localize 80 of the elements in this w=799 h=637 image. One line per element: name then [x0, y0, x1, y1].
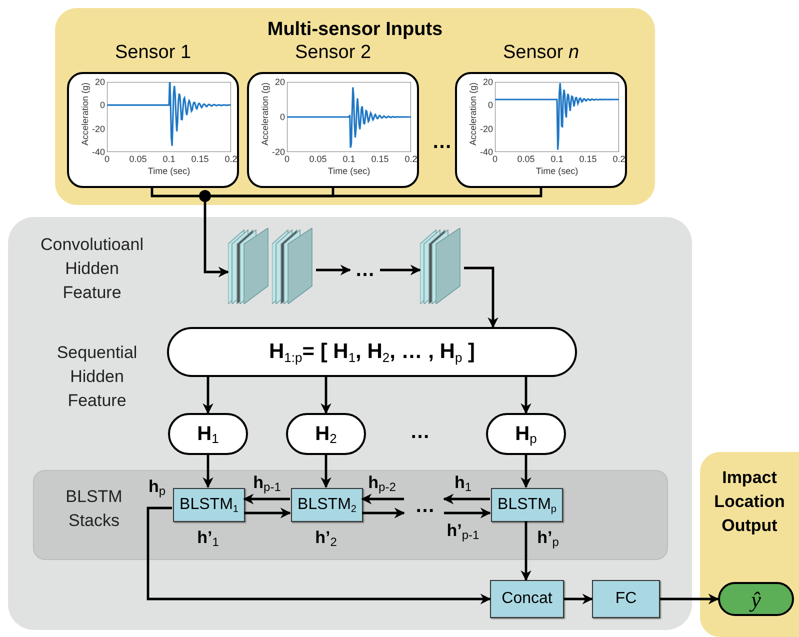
axis-tick-label: 0.2	[224, 154, 238, 164]
connector-line	[211, 188, 542, 198]
axis-tick-label: 0.2	[404, 154, 418, 164]
arrow	[660, 594, 720, 604]
process-box: FC	[592, 580, 660, 618]
input-panel	[55, 8, 655, 205]
arrow	[360, 494, 404, 504]
sensor-heading: Sensor 2	[294, 41, 372, 65]
arrow	[202, 377, 214, 414]
arrow	[146, 506, 492, 604]
axis-tick-label: 0.2	[612, 154, 626, 164]
axis-title: Acceleration (g)	[260, 81, 270, 148]
connector-line	[150, 188, 199, 198]
axis-title: Time (sec)	[326, 166, 372, 176]
edge-label: h$_{p-2}$	[368, 473, 396, 493]
process-box: BLSTM$_{2}$	[291, 488, 363, 522]
ellipsis: …	[431, 130, 453, 154]
arrow	[442, 494, 490, 504]
edge-label: h’$_{p-1}$	[446, 521, 480, 541]
sensor-heading: Sensor n	[502, 41, 580, 65]
panel-title: Impact Location Output	[713, 467, 786, 537]
edge-label: h’$_{2}$	[315, 528, 337, 548]
axis-tick-label: 0	[284, 154, 290, 164]
arrow	[520, 377, 532, 414]
process-box: BLSTM$_{1}$	[173, 488, 245, 522]
arrow	[564, 594, 594, 604]
arrow	[320, 377, 332, 414]
section-label: Convolutioanl Hidden Feature	[39, 234, 144, 304]
axis-title: Time (sec)	[534, 166, 580, 176]
axis-tick-label: -40	[90, 147, 105, 157]
edge-label: h$_{p-1}$	[253, 473, 281, 493]
axis-tick-label: 0.05	[516, 154, 536, 164]
feature-pill: H$_{1:p}$= [ H$_{1}$, H$_{2}$, … , H$_{p}$ ]	[167, 327, 577, 377]
axis-tick-label: -40	[478, 147, 493, 157]
process-box: BLSTM$_{p}$	[491, 488, 563, 522]
axis-tick-label: 0.05	[128, 154, 148, 164]
blstm-band	[33, 470, 668, 560]
feature-pill: H$_{p}$	[486, 413, 566, 455]
axis-title: Acceleration (g)	[468, 81, 478, 148]
axis-title: Acceleration (g)	[80, 81, 90, 148]
axis-tick-label: 0.1	[550, 154, 564, 164]
output-pill: ŷ	[718, 582, 794, 616]
axis-tick-label: 0.15	[370, 154, 390, 164]
arrow	[316, 264, 352, 276]
axis-tick-label: 0.1	[162, 154, 176, 164]
ellipsis: …	[350, 257, 380, 283]
ellipsis: …	[409, 420, 431, 444]
arrow	[520, 455, 532, 488]
section-label: BLSTM Stacks	[64, 486, 124, 532]
edge-label: h’$_{1}$	[197, 528, 219, 548]
sensor-heading: Sensor 1	[114, 41, 192, 65]
arrow	[444, 508, 492, 518]
output-panel	[700, 452, 799, 637]
axis-tick-label: 0	[492, 154, 498, 164]
ellipsis: …	[405, 493, 445, 519]
arrow	[320, 455, 332, 488]
arrow	[520, 521, 532, 582]
axis-tick-label: 0.15	[190, 154, 210, 164]
process-box: Concat	[490, 580, 564, 618]
arrow	[244, 508, 292, 518]
axis-tick-label: -20	[270, 147, 285, 157]
arrow	[204, 202, 230, 278]
edge-label: h$_{1}$	[454, 473, 472, 493]
axis-tick-label: 0.1	[342, 154, 356, 164]
edge-label: h$_{p}$	[148, 477, 166, 497]
model-panel	[8, 217, 692, 630]
arrow	[202, 455, 214, 488]
arrow	[380, 264, 422, 276]
axis-title: Time (sec)	[146, 166, 192, 176]
arrow	[464, 266, 498, 328]
axis-tick-label: 0.15	[578, 154, 598, 164]
arrow	[242, 494, 290, 504]
arrow	[362, 508, 406, 518]
section-label: Sequential Hidden Feature	[56, 342, 138, 412]
edge-label: h’$_{p}$	[537, 528, 559, 548]
axis-tick-label: 0.05	[308, 154, 328, 164]
feature-pill: H$_{2}$	[286, 413, 366, 455]
axis-tick-label: 0	[104, 154, 110, 164]
feature-pill: H$_{1}$	[168, 413, 248, 455]
panel-title: Multi-sensor Inputs	[266, 18, 444, 42]
